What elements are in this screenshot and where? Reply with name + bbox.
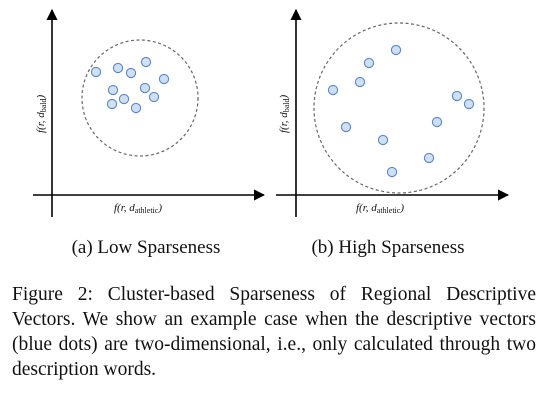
descriptive-vector-dot [327, 84, 339, 96]
descriptive-vector-dot [112, 62, 124, 74]
panel-b-cluster-outline [313, 22, 485, 194]
descriptive-vector-dot [118, 93, 130, 105]
descriptive-vector-dot [451, 90, 463, 102]
descriptive-vector-dot [90, 66, 102, 78]
descriptive-vector-dot [431, 116, 443, 128]
descriptive-vector-dot [158, 73, 170, 85]
panel-a-x-axis-label: f(r, dathletic) [114, 202, 162, 215]
panel-a-dots [90, 56, 170, 114]
descriptive-vector-dot [139, 82, 151, 94]
descriptive-vector-dot [423, 152, 435, 164]
panel-b-y-axis-label: f(r, dbald) [278, 94, 291, 133]
descriptive-vector-dot [107, 84, 119, 96]
descriptive-vector-dot [463, 98, 475, 110]
descriptive-vector-dot [130, 102, 142, 114]
descriptive-vector-dot [125, 67, 137, 79]
descriptive-vector-dot [354, 76, 366, 88]
panel-b-x-axis-label: f(r, dathletic) [356, 202, 404, 215]
descriptive-vector-dot [106, 98, 118, 110]
descriptive-vector-dot [386, 166, 398, 178]
panel-a: f(r, dathletic) f(r, dbald) (a) Low Spar… [33, 8, 266, 258]
descriptive-vector-dot [390, 44, 402, 56]
descriptive-vector-dot [148, 91, 160, 103]
descriptive-vector-dot [140, 56, 152, 68]
panel-a-cluster-outline [81, 39, 199, 157]
descriptive-vector-dot [363, 57, 375, 69]
panel-b-caption: (b) High Sparseness [311, 237, 464, 258]
panel-a-caption: (a) Low Sparseness [72, 237, 221, 258]
panel-b-dots [327, 44, 475, 178]
descriptive-vector-dot [377, 134, 389, 146]
panel-a-y-axis-label: f(r, dbald) [35, 94, 48, 133]
panel-b: f(r, dathletic) f(r, dbald) (b) High Spa… [276, 8, 510, 258]
figure-caption: Figure 2: Cluster-based Sparseness of Re… [12, 284, 536, 380]
descriptive-vector-dot [340, 121, 352, 133]
